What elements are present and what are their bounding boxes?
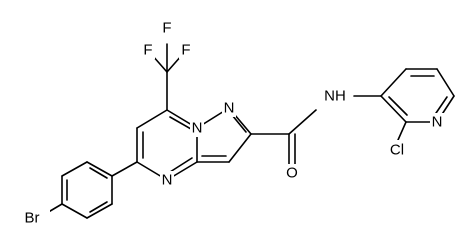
bond [61,203,88,219]
bond [61,161,88,177]
bond [111,161,138,177]
atom-nitrogen-pyrimidine: N [162,172,173,189]
atom-labels: Br F F F N N N NH O N Cl [22,19,444,228]
atom-chlorine: Cl [390,142,404,159]
bond [380,95,407,123]
atom-bromine: Br [25,210,40,227]
bond [136,109,168,129]
bond [436,68,455,97]
atom-nitrogen-bridge: N [192,120,203,137]
bond-double-inner [169,157,193,173]
bond-double-inner [89,167,108,179]
bond [228,133,252,163]
bond [397,121,407,141]
bond-double-inner [231,114,247,133]
atom-fluorine-left: F [143,42,152,59]
atom-amide-nh: NH [324,88,346,105]
bond [86,161,113,177]
atom-fluorine-right: F [181,42,190,59]
bond [86,203,113,219]
bond-double-inner [89,201,108,213]
bond-double-inner [433,96,448,117]
bonds [39,43,455,219]
bond [380,68,407,97]
atom-nitrogen-pyrazole: N [224,100,235,117]
bond-double-inner [169,116,192,130]
bond [288,109,317,135]
atom-oxygen: O [286,165,298,182]
atom-fluorine-top: F [162,20,171,37]
bond-double-inner [388,96,408,116]
atom-nitrogen-pyridine: N [432,114,443,131]
